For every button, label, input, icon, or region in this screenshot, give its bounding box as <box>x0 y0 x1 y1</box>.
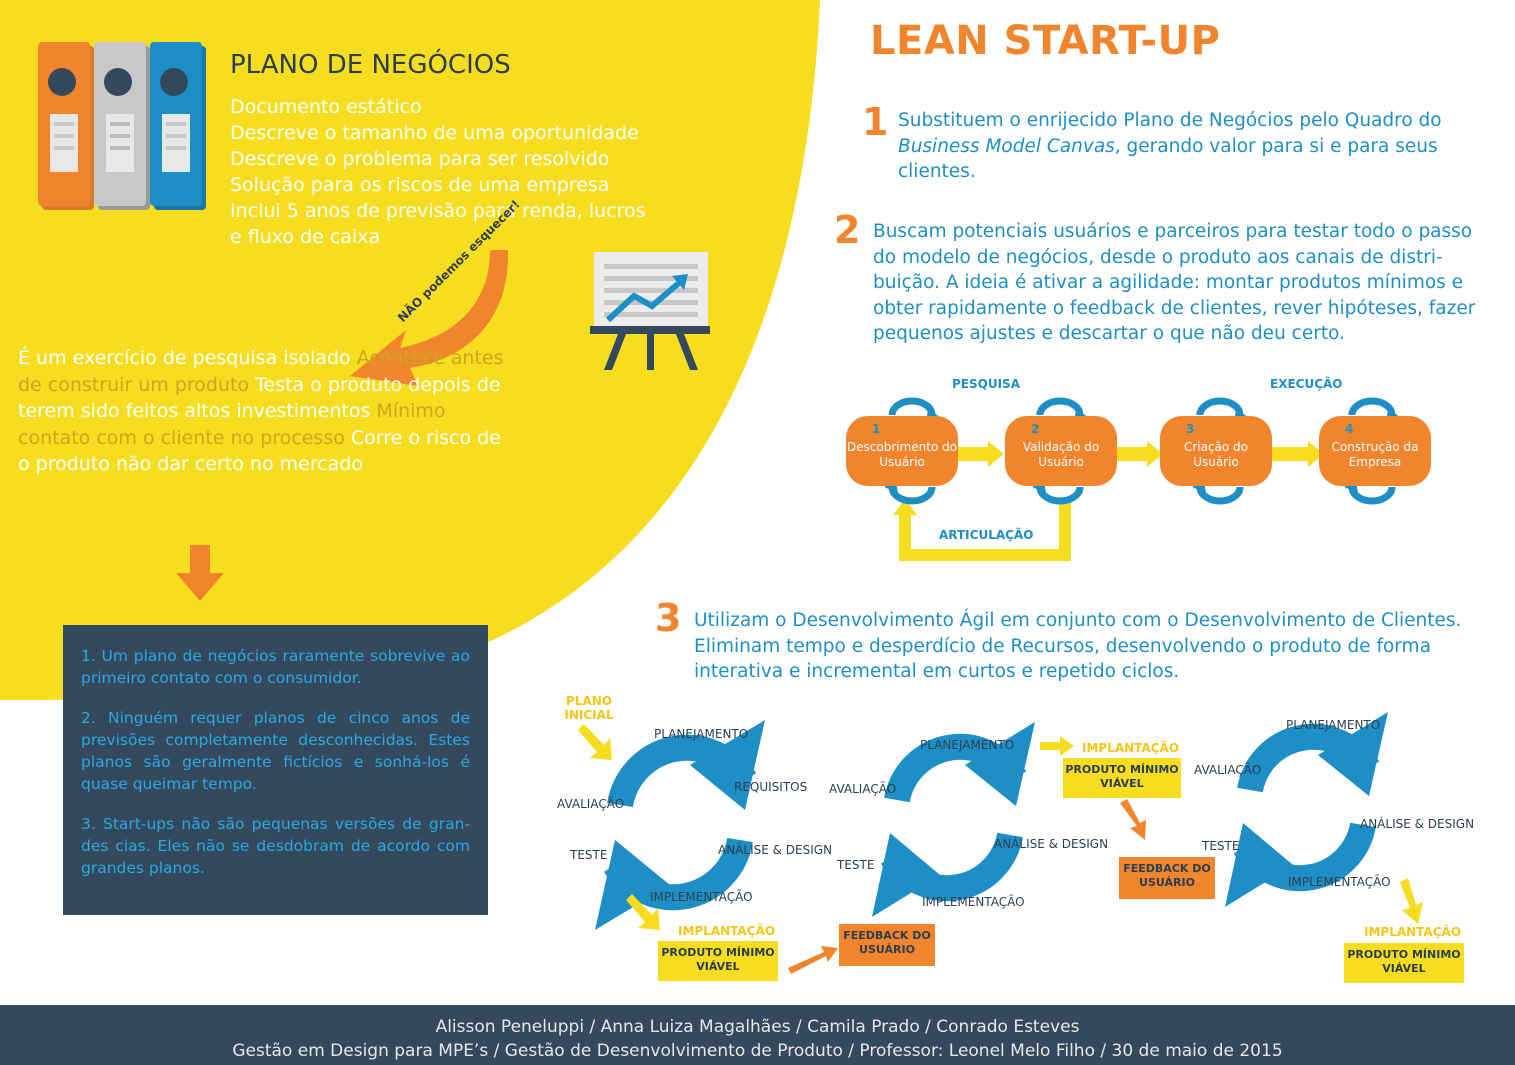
footer: Alisson Peneluppi / Anna Luiza Magalhães… <box>0 1005 1515 1065</box>
stage-number: 4 <box>1345 422 1354 436</box>
stage-box: 4 Construção da Empresa <box>1319 416 1431 486</box>
stage-label: Validação do Usuário <box>1022 440 1100 469</box>
stage-label: Construção da Empresa <box>1331 440 1419 469</box>
feedback-box: FEEDBACK DO USUÁRIO <box>839 924 935 966</box>
plano-list: Documento estático Descreve o tamanho de… <box>230 94 646 250</box>
plano-title: PLANO DE NEGÓCIOS <box>230 50 511 80</box>
plano-item: e fluxo de caixa <box>230 226 381 248</box>
implantacao-label: IMPLANTAÇÃO <box>1082 741 1180 755</box>
produto-box: PRODUTO MÍNIMO VIÁVEL <box>658 941 778 981</box>
note-text: 2. Ninguém requer planos de cinco anos d… <box>81 709 470 793</box>
implantacao-label: IMPLANTAÇÃO <box>1364 925 1462 939</box>
feedback-box: FEEDBACK DO USUÁRIO <box>1119 857 1215 899</box>
point-text: Buscam potenciais usuários e parceiros p… <box>873 221 1476 344</box>
note-text: 1. Um plano de negócios raramente sobrev… <box>81 647 470 687</box>
cycle-label: PLANEJAMENTO <box>1286 718 1381 732</box>
note-text: 3. Start-ups não são pequenas versões de… <box>81 815 470 877</box>
stage-label: Criação do Usuário <box>1183 440 1249 469</box>
cycle-label: ANÁLISE & DESIGN <box>718 843 833 857</box>
pesquisa-label: PESQUISA <box>952 377 1020 391</box>
stage-box: 3 Criação do Usuário <box>1160 416 1272 486</box>
cycle-label: PLANEJAMENTO <box>654 727 749 741</box>
exercise-part: Corre o risco de o produto não dar certo… <box>18 426 501 476</box>
notes-box: 1. Um plano de negócios raramente sobrev… <box>63 625 488 915</box>
cycle-label: AVALIAÇÃO <box>557 797 625 811</box>
plano-item: Descreve o problema para ser resolvido <box>230 148 610 170</box>
stage-number: 1 <box>872 422 881 436</box>
plano-item: Documento estático <box>230 96 422 118</box>
cycle-label: IMPLEMENTAÇÃO <box>922 895 1025 909</box>
footer-course: Gestão em Design para MPE’s / Gestão de … <box>232 1041 1283 1061</box>
cycle-label: ANÁLISE & DESIGN <box>1360 817 1475 831</box>
implantacao-label: IMPLANTAÇÃO <box>678 924 776 938</box>
binders-icon <box>38 42 206 210</box>
point-number: 3 <box>655 596 682 640</box>
plano-item: Descreve o tamanho de uma oportunidade <box>230 122 639 144</box>
plano-item: Solução para os riscos de uma empresa <box>230 174 610 196</box>
exercise-part: É um exercício de pesquisa isolado <box>18 347 357 369</box>
lean-title: LEAN START-UP <box>870 18 1221 64</box>
stage-number: 3 <box>1186 422 1195 436</box>
exercise-part: Testa o produto depois de terem sido fei… <box>18 373 501 423</box>
exercise-part: Acontece antes de construir um produto <box>18 347 504 396</box>
footer-authors: Alisson Peneluppi / Anna Luiza Magalhães… <box>435 1017 1080 1037</box>
cycle-label: REQUISITOS <box>734 780 808 794</box>
stage-box: 1 Descobrimento do Usuário <box>846 416 958 486</box>
produto-box: PRODUTO MÍNIMO VIÁVEL <box>1344 943 1464 983</box>
point-text-part: Business Model Canvas <box>898 135 1115 157</box>
point-text-part: Substituem o enrijecido Plano de Negócio… <box>898 110 1442 131</box>
cycle-label: TESTE <box>1202 839 1240 853</box>
process-connectors <box>884 397 1400 561</box>
cycle-label: ANÁLISE & DESIGN <box>994 837 1109 851</box>
stage-label: Descobrimento do Usuário <box>846 440 958 469</box>
exercise-part: Mínimo contato com o cliente no processo <box>18 400 446 449</box>
agile-cycles <box>578 712 1423 974</box>
point-text: Utilizam o Desenvolvimento Ágil em conju… <box>694 610 1462 682</box>
cycle-label: TESTE <box>837 858 875 872</box>
execucao-label: EXECUÇÃO <box>1270 377 1343 391</box>
cycle-label: TESTE <box>570 848 608 862</box>
exercise-text: É um exercício de pesquisa isolado Acont… <box>18 345 518 478</box>
down-arrow-icon <box>176 545 224 601</box>
point-text-part: , gerando valor para si e para seus clie… <box>898 135 1438 183</box>
point-number: 1 <box>862 100 889 144</box>
curved-arrow-icon <box>350 250 509 386</box>
cycle-label: PLANEJAMENTO <box>920 738 1015 752</box>
point-number: 2 <box>834 208 861 252</box>
cycle-label: AVALIAÇÃO <box>829 782 897 796</box>
stage-box: 2 Validação do Usuário <box>1005 416 1117 486</box>
plano-inicial-label: PLANO INICIAL <box>564 694 614 722</box>
articulacao-label: ARTICULAÇÃO <box>939 528 1034 542</box>
point-text: Substituem o enrijecido Plano de Negócio… <box>898 108 1498 185</box>
cycle-label: IMPLEMENTAÇÃO <box>1288 875 1391 889</box>
stage-number: 2 <box>1031 422 1040 436</box>
cycle-label: IMPLEMENTAÇÃO <box>650 890 753 904</box>
produto-box: PRODUTO MÍNIMO VIÁVEL <box>1063 758 1181 798</box>
cycle-label: AVALIAÇÃO <box>1194 763 1262 777</box>
presentation-chart-icon <box>590 252 710 370</box>
plano-item: Inclui 5 anos de previsão para renda, lu… <box>230 200 646 222</box>
